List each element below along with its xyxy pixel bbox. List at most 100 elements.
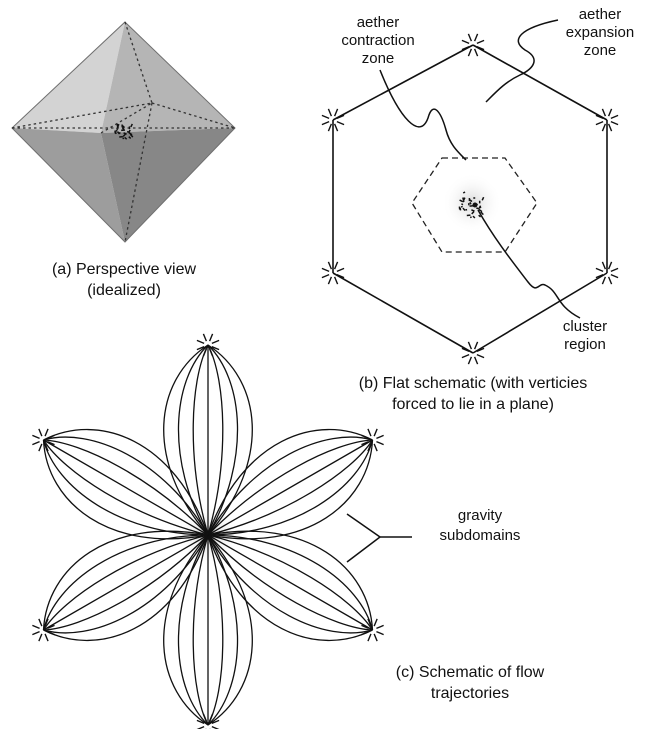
- cluster-dot: [469, 201, 472, 205]
- cluster-dots-b: [458, 191, 485, 219]
- vertex-star-icon: [595, 261, 619, 285]
- flow-line: [43, 439, 209, 536]
- flow-line: [207, 428, 373, 536]
- contraction-zone-label: aether contraction zone: [341, 14, 414, 67]
- flow-line: [192, 344, 209, 536]
- flow-line: [192, 534, 209, 726]
- flow-line: [42, 439, 209, 540]
- cluster-dot: [130, 123, 133, 128]
- flow-line: [163, 344, 209, 536]
- flow-line: [207, 344, 253, 536]
- flow-line: [207, 439, 373, 536]
- cluster-core: [472, 202, 478, 208]
- cluster-dot: [459, 199, 464, 203]
- flow-line: [42, 530, 209, 631]
- cluster-glow-b: [442, 173, 502, 233]
- cluster-dot: [471, 209, 475, 212]
- flow-line: [207, 439, 374, 536]
- expansion-label-3: zone: [584, 42, 617, 59]
- cluster-dot: [480, 211, 484, 216]
- subdomain-label-2: subdomains: [440, 527, 521, 544]
- vertex-star-icon: [32, 428, 55, 452]
- cluster-dot: [461, 203, 464, 206]
- vertex-star-icon: [461, 33, 485, 57]
- flow-line: [42, 439, 209, 536]
- flow-line: [43, 439, 209, 536]
- cluster-dot: [128, 136, 132, 140]
- cluster-dot: [476, 207, 480, 210]
- flow-line: [207, 534, 239, 726]
- flow-line: [207, 534, 373, 634]
- caption-a-line2: (idealized): [87, 282, 161, 299]
- cluster-dot: [472, 215, 476, 219]
- cluster-dot: [478, 208, 483, 213]
- flow-line: [43, 428, 209, 536]
- cluster-dot: [469, 216, 472, 219]
- flow-line: [207, 534, 373, 631]
- flow-line: [43, 436, 209, 536]
- flow-line: [207, 534, 373, 631]
- cluster-dot: [462, 197, 466, 202]
- flow-line: [207, 530, 374, 631]
- caption-c-line1: (c) Schematic of flow: [396, 664, 545, 681]
- vertex-stars-b: [321, 33, 619, 365]
- cluster-dot: [122, 133, 126, 137]
- cluster-dot: [479, 205, 482, 209]
- flow-line: [207, 534, 374, 631]
- expansion-label-1: aether: [579, 6, 622, 23]
- flow-line: [42, 534, 209, 631]
- vertex-star-icon: [361, 618, 384, 642]
- subdomain-pointer: [346, 513, 412, 563]
- flow-line: [207, 534, 374, 631]
- flow-line: [43, 534, 209, 634]
- flow-line: [207, 439, 373, 536]
- vertex-star-icon: [32, 618, 55, 642]
- caption-b-line1: (b) Flat schematic (with verticies: [359, 375, 588, 392]
- subdomain-label-1: gravity: [458, 507, 503, 524]
- vertex-star-icon: [321, 261, 345, 285]
- flow-line: [43, 534, 209, 631]
- flow-line: [207, 344, 239, 536]
- vertex-star-icon: [595, 108, 619, 132]
- caption-b-line2: forced to lie in a plane): [392, 396, 554, 413]
- flow-line: [43, 534, 209, 631]
- cluster-region-label: cluster region: [563, 318, 607, 353]
- inner-dashed-hexagon: [411, 157, 538, 253]
- caption-c-line2: trajectories: [431, 685, 509, 702]
- flow-line: [207, 534, 253, 726]
- contraction-label-3: zone: [362, 50, 395, 67]
- cluster-dot: [123, 132, 127, 135]
- contraction-label-2: contraction: [341, 32, 414, 49]
- vertex-stars-c: [32, 333, 384, 729]
- contraction-label-1: aether: [357, 14, 400, 31]
- flow-line: [177, 534, 209, 726]
- cluster-dot: [468, 199, 472, 202]
- octa-face-upper-left: [12, 22, 125, 133]
- contraction-leader: [379, 69, 467, 161]
- cluster-dot: [462, 191, 466, 194]
- expansion-label-2: expansion: [566, 24, 634, 41]
- octa-face-lower-right: [101, 128, 235, 242]
- vertex-star-icon: [361, 428, 384, 452]
- flow-line: [207, 436, 373, 536]
- cluster-dot: [481, 196, 485, 201]
- cluster-dot: [462, 207, 466, 211]
- cluster-dot: [116, 127, 119, 131]
- cluster-dot: [478, 214, 482, 218]
- cluster-dot: [116, 123, 120, 128]
- flat-schematic: aether contraction zone aether expansion…: [321, 6, 634, 365]
- outer-hexagon: [332, 44, 608, 354]
- octahedron-perspective: [11, 21, 236, 243]
- cluster-dot: [124, 136, 128, 140]
- cluster-dots-a: [114, 123, 134, 140]
- cluster-dot: [460, 205, 463, 208]
- flow-line: [207, 534, 224, 726]
- vertex-star-icon: [196, 333, 220, 357]
- cluster-dot: [121, 127, 125, 130]
- cluster-dot: [115, 129, 118, 132]
- flow-trajectories: gravity subdomains: [32, 333, 521, 729]
- expansion-zone-label: aether expansion zone: [566, 6, 634, 59]
- flow-line: [207, 534, 373, 642]
